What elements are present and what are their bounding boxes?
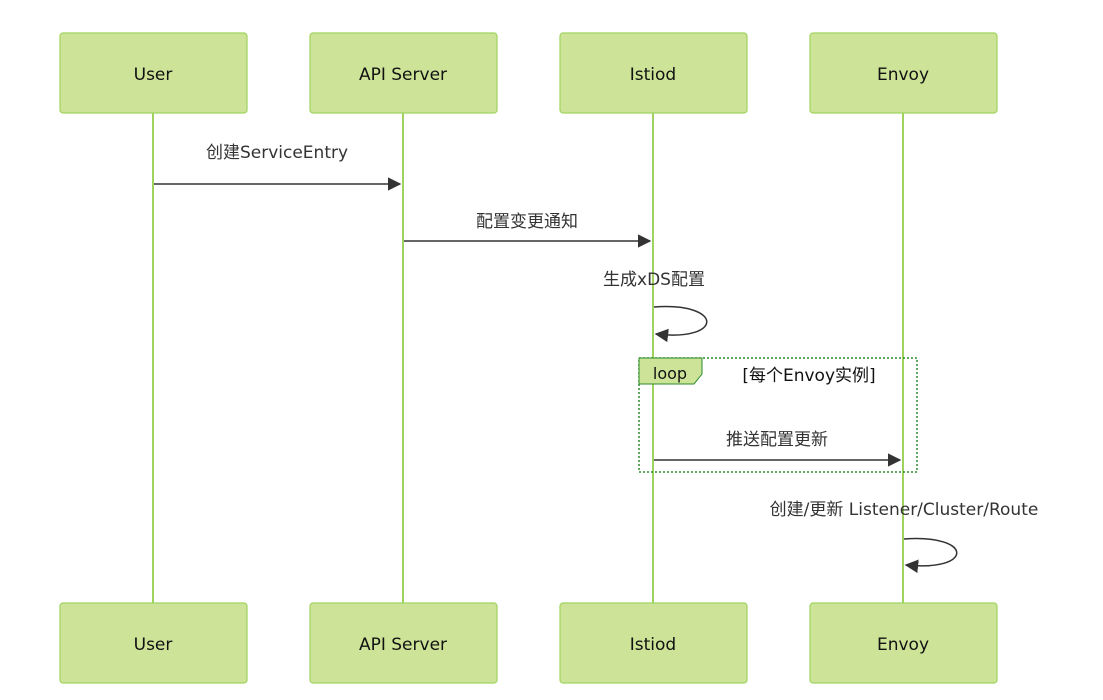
message-generate-xds-arrow: [653, 305, 708, 343]
loop-frame: loop [每个Envoy实例]: [638, 357, 918, 473]
message-push-config-label: 推送配置更新: [726, 430, 828, 450]
actor-istiod-top: Istiod: [559, 32, 748, 114]
actor-user-bottom-label: User: [134, 635, 173, 655]
message-create-update-arrow: [903, 537, 958, 573]
actor-envoy-top: Envoy: [809, 32, 998, 114]
message-generate-xds-label: 生成xDS配置: [603, 270, 705, 290]
loop-tag-text: loop: [653, 364, 687, 383]
loop-condition: [每个Envoy实例]: [742, 366, 875, 386]
actor-envoy-bottom: Envoy: [809, 602, 998, 684]
message-config-change-label: 配置变更通知: [476, 212, 578, 232]
actor-istiod-bottom: Istiod: [559, 602, 748, 684]
actor-user-bottom: User: [59, 602, 248, 684]
message-create-serviceentry-label: 创建ServiceEntry: [206, 143, 348, 163]
loop-tag: [638, 357, 703, 385]
message-create-update-label: 创建/更新 Listener/Cluster/Route: [770, 500, 1039, 520]
actor-api-server-label: API Server: [359, 65, 447, 85]
actor-api-server-bottom-label: API Server: [359, 635, 447, 655]
actor-envoy-label: Envoy: [877, 65, 929, 85]
actor-api-server-top: API Server: [309, 32, 498, 114]
actor-user-label: User: [134, 65, 173, 85]
actor-envoy-bottom-label: Envoy: [877, 635, 929, 655]
actor-istiod-bottom-label: Istiod: [630, 635, 676, 655]
actor-user-top: User: [59, 32, 248, 114]
actor-api-server-bottom: API Server: [309, 602, 498, 684]
actor-istiod-label: Istiod: [630, 65, 676, 85]
